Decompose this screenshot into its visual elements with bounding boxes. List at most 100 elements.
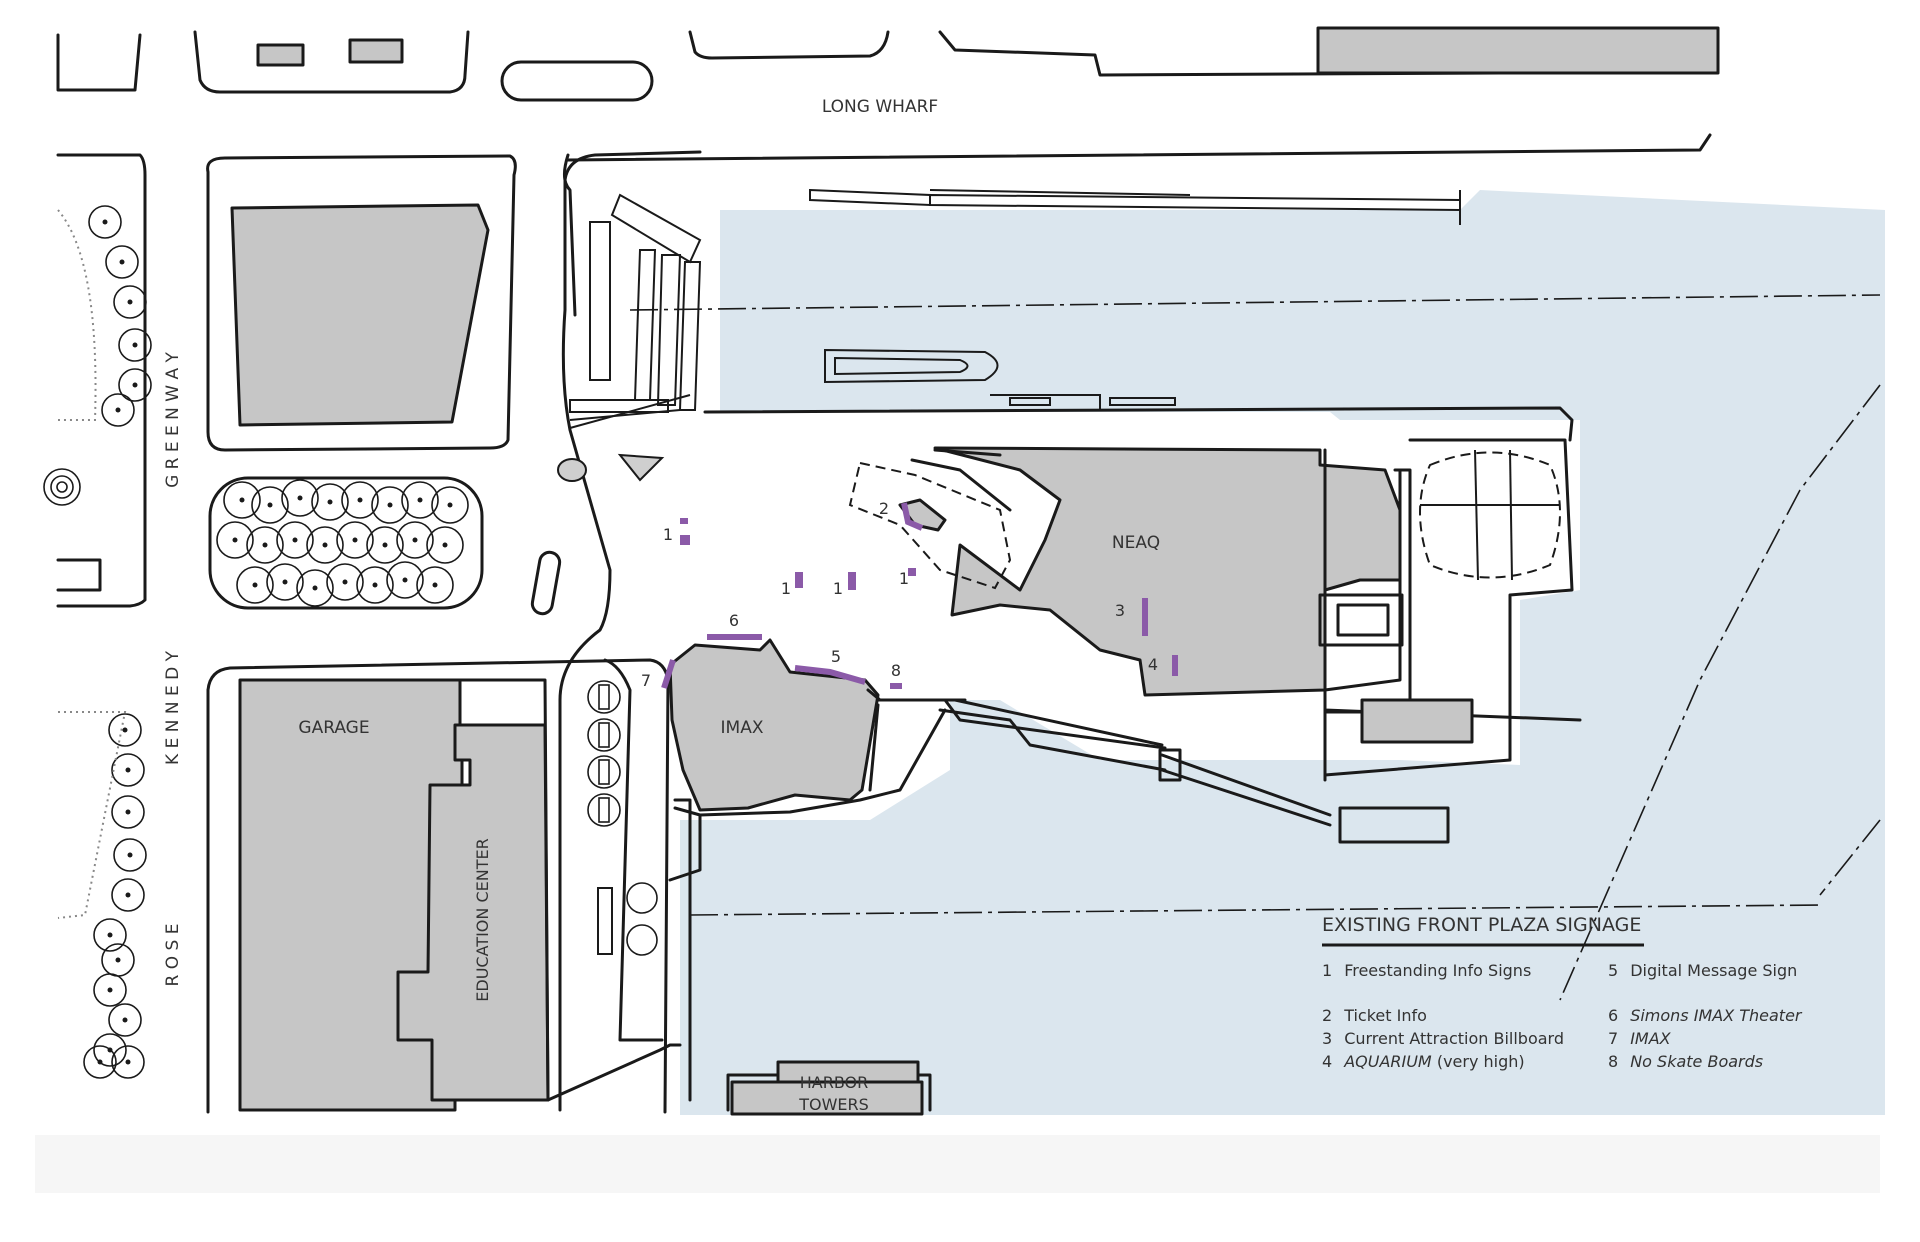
- tree-icon: [105, 245, 139, 279]
- tree-icon: [341, 481, 379, 519]
- tree-trunk-dot: [132, 342, 138, 348]
- tree-trunk-dot: [357, 497, 363, 503]
- tree-icon: [336, 521, 374, 559]
- tree-icon: [93, 973, 127, 1007]
- education-center-label: EDUCATION CENTER: [473, 838, 492, 1001]
- tree-icon: [366, 526, 404, 564]
- marker-6: 6: [729, 611, 739, 630]
- marker-4: 4: [1148, 655, 1158, 674]
- tree-trunk-dot: [297, 495, 303, 501]
- garage-education-block: [206, 658, 670, 1114]
- tree-icon: [416, 566, 454, 604]
- tree-trunk-dot: [282, 579, 288, 585]
- tree-trunk-dot: [417, 497, 423, 503]
- tree-icon: [431, 486, 469, 524]
- marker-5: 5: [831, 647, 841, 666]
- sign-1a-top: [680, 518, 688, 524]
- garage-label: GARAGE: [298, 718, 369, 738]
- tree-icon: [108, 1003, 142, 1037]
- sign-1c: [848, 572, 856, 590]
- tree-trunk-dot: [122, 727, 128, 733]
- harbor-towers: [726, 1060, 932, 1116]
- neaq-label: NEAQ: [1112, 533, 1160, 553]
- tree-icon: [266, 563, 304, 601]
- tree-icon: [251, 486, 289, 524]
- tree-trunk-dot: [292, 537, 298, 543]
- tree-icon: [93, 1033, 127, 1067]
- bench-icon: [626, 924, 658, 956]
- sign-7: [661, 659, 676, 689]
- sign-1a-bottom: [680, 535, 690, 545]
- kiosk-icon: [597, 887, 613, 955]
- tree-trunk-dot: [107, 932, 113, 938]
- tree-trunk-dot: [125, 809, 131, 815]
- tree-trunk-dot: [122, 1017, 128, 1023]
- tree-trunk-dot: [447, 502, 453, 508]
- tree-trunk-dot: [267, 502, 273, 508]
- marker-3: 3: [1115, 601, 1125, 620]
- tree-trunk-dot: [232, 537, 238, 543]
- marker-numbers: 1 1 1 1 2 3 4 5 6 7 8: [641, 499, 1158, 690]
- pillar-icon: [587, 718, 621, 752]
- plaza-boundaries: [530, 150, 702, 1112]
- tree-icon: [326, 563, 364, 601]
- tree-icon: [216, 521, 254, 559]
- tree-icon: [236, 566, 274, 604]
- marker-1a: 1: [663, 525, 673, 544]
- tree-trunk-dot: [372, 582, 378, 588]
- imax-building: [668, 638, 967, 882]
- long-wharf-label: LONG WHARF: [822, 97, 938, 117]
- long-wharf-blocks: [56, 26, 1720, 608]
- greenway-lawn-edge: [57, 209, 97, 421]
- rose-label: R O S E: [163, 924, 183, 987]
- bench-icon: [626, 882, 658, 914]
- tree-icon: [246, 526, 284, 564]
- pillar-icon: [587, 680, 621, 714]
- tree-icon: [108, 713, 142, 747]
- tree-icon: [113, 285, 147, 319]
- tree-icon: [83, 1045, 117, 1079]
- tree-trunk-dot: [432, 582, 438, 588]
- marker-1b: 1: [781, 579, 791, 598]
- sign-2: [901, 502, 924, 531]
- tree-icon: [111, 1045, 145, 1079]
- greenway-trees: [57, 205, 152, 1079]
- tree-trunk-dot: [412, 537, 418, 543]
- tree-trunk-dot: [102, 219, 108, 225]
- tree-icon: [111, 878, 145, 912]
- tree-icon: [101, 393, 135, 427]
- pillar-core: [598, 797, 610, 823]
- tree-icon: [118, 368, 152, 402]
- tree-icon: [356, 566, 394, 604]
- tree-icon: [118, 328, 152, 362]
- tree-trunk-dot: [125, 1059, 131, 1065]
- footer-band: [35, 1135, 1880, 1193]
- sign-1b: [795, 572, 803, 588]
- tree-icon: [93, 918, 127, 952]
- harbor-towers-label-1: HARBOR: [800, 1073, 869, 1092]
- kennedy-label: K E N N E D Y: [163, 650, 183, 765]
- tree-trunk-dot: [382, 542, 388, 548]
- marker-1c: 1: [833, 579, 843, 598]
- tree-icon: [371, 486, 409, 524]
- tree-trunk-dot: [252, 582, 258, 588]
- pillar-icon: [587, 755, 621, 789]
- tree-trunk-dot: [115, 407, 121, 413]
- greenway-fountain: [43, 468, 102, 592]
- tree-trunk-dot: [327, 499, 333, 505]
- tree-icon: [281, 479, 319, 517]
- tree-icon: [223, 481, 261, 519]
- sign-1d: [908, 568, 916, 576]
- tree-trunk-dot: [402, 577, 408, 583]
- tree-block: [208, 476, 484, 610]
- tree-trunk-dot: [125, 767, 131, 773]
